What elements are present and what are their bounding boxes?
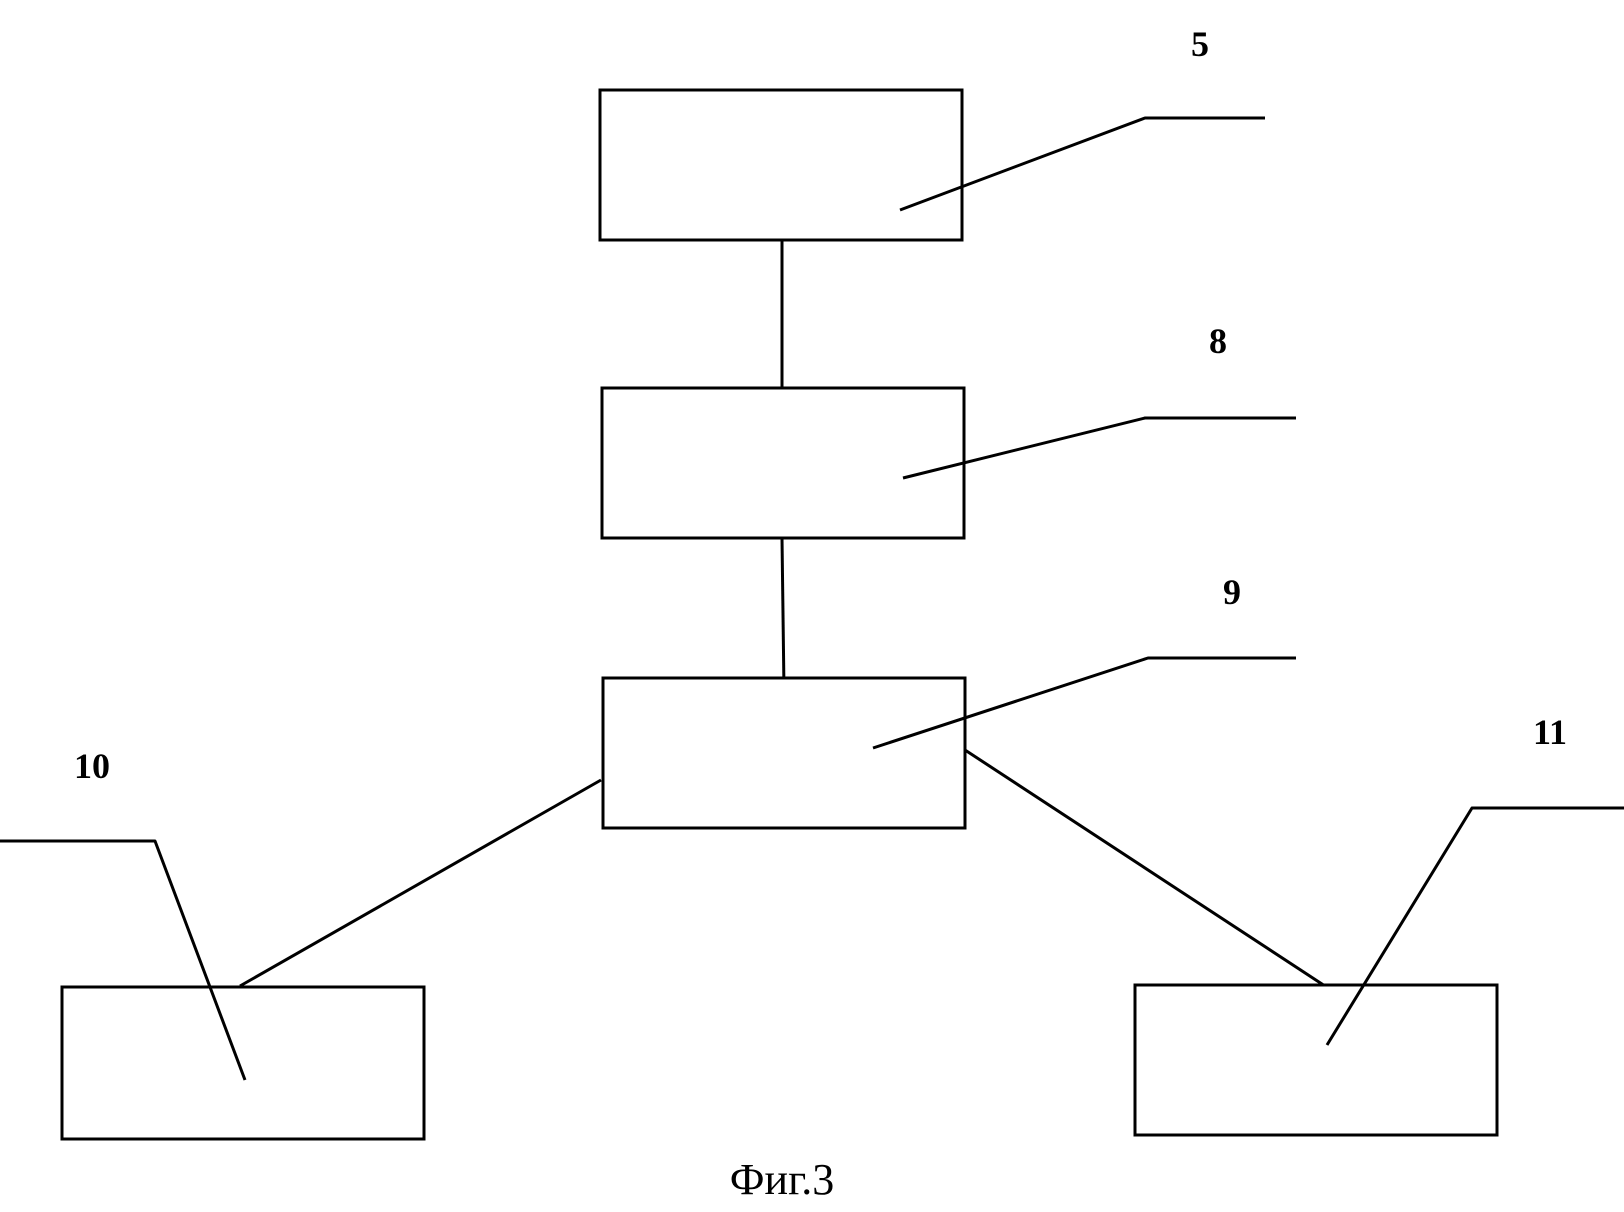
connector-9-10 (239, 778, 602, 988)
leader-line-11 (1325, 806, 1624, 1046)
block-11 (1133, 983, 1499, 1137)
block-10 (60, 985, 426, 1141)
block-5 (598, 88, 964, 242)
label-5: 5 (1191, 24, 1209, 64)
label-10: 10 (74, 746, 110, 786)
leader-line-5 (899, 116, 1265, 212)
connector-9-11 (964, 748, 1326, 988)
label-8: 8 (1209, 321, 1227, 361)
block-8 (600, 386, 966, 540)
label-9: 9 (1223, 572, 1241, 612)
figure-caption: Фиг.3 (730, 1155, 834, 1204)
leader-line-9 (872, 656, 1296, 750)
leader-line-8 (902, 416, 1296, 480)
block-9 (601, 676, 967, 830)
connector-8-9 (780, 537, 786, 691)
label-11: 11 (1533, 712, 1567, 752)
leader-line-10 (0, 839, 247, 1081)
